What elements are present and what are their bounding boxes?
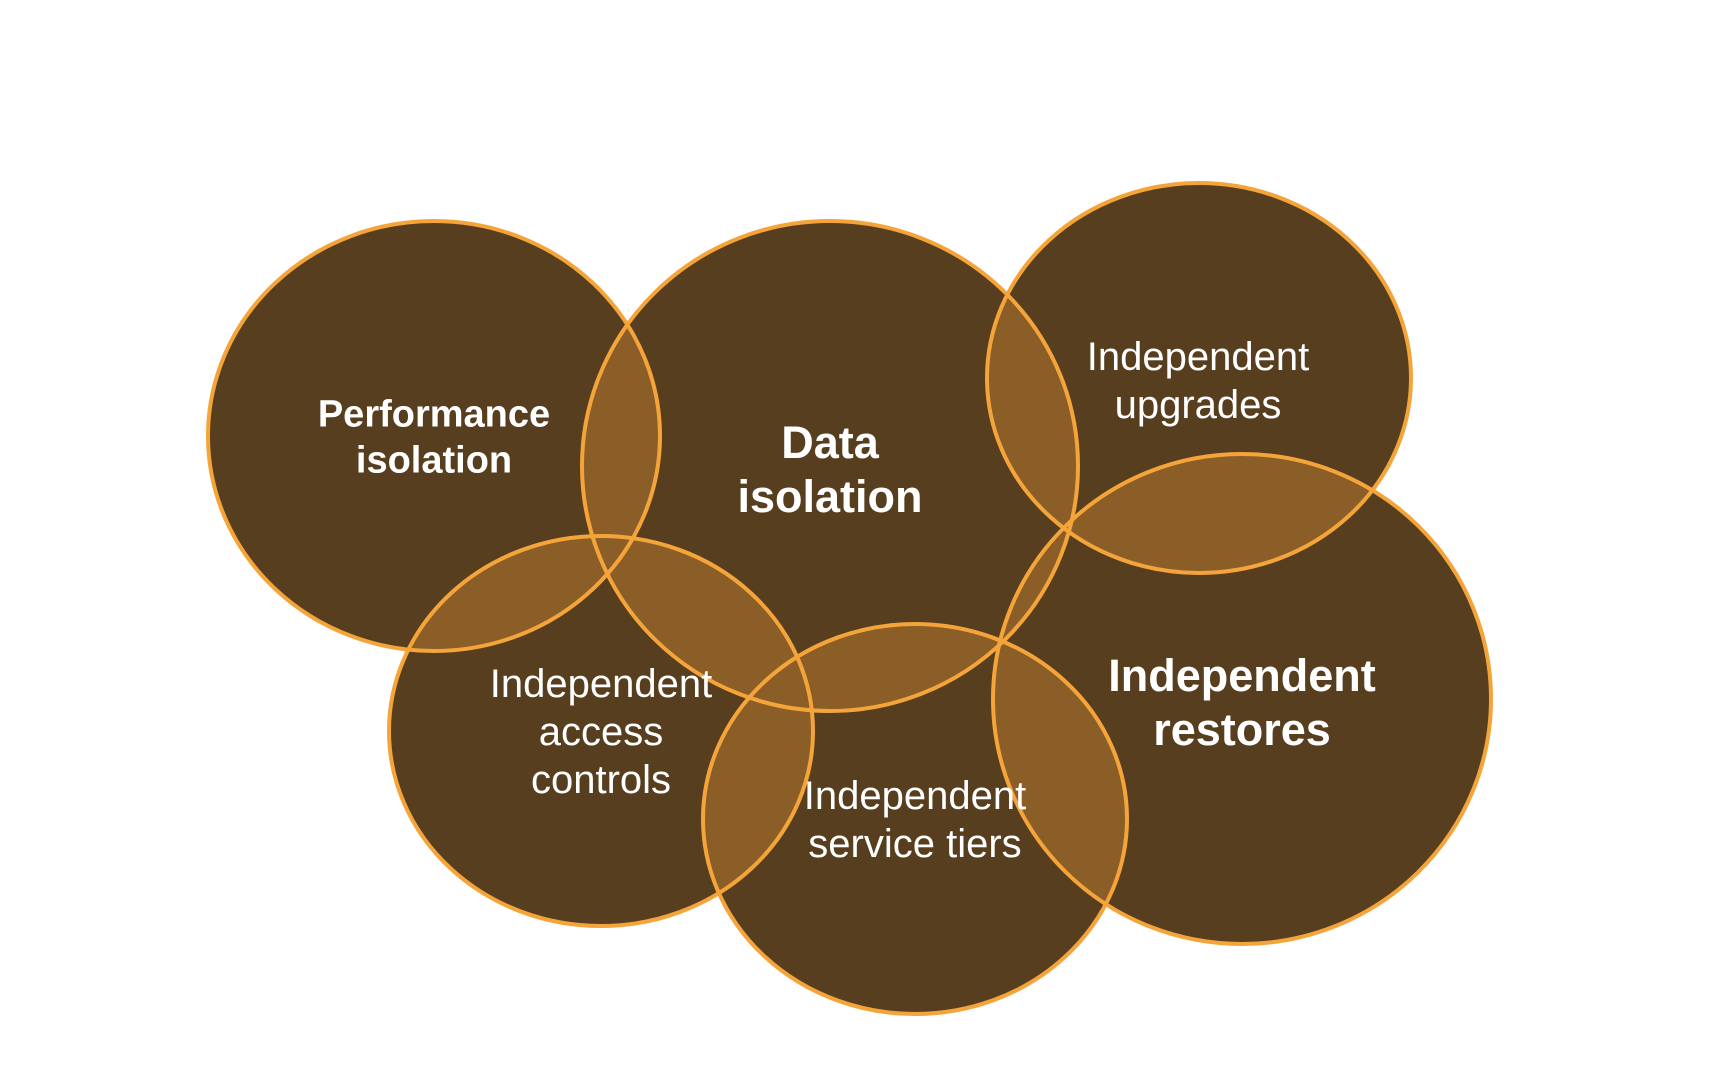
label-line: Independent [803,774,1027,818]
label-line: restores [1153,704,1331,755]
label-independent-service-tiers: Independent service tiers [804,772,1026,868]
label-line: isolation [737,471,923,522]
label-line: Data [781,417,879,468]
label-line: Independent [489,662,713,706]
label-data-isolation: Data isolation [737,416,922,524]
circle-outline-performance [206,219,662,653]
label-line: controls [530,758,672,802]
circle-outline-access [387,534,815,928]
overlap-performance-access [389,536,660,651]
label-line: Independent [1086,335,1310,379]
label-line: service tiers [808,822,1022,866]
label-performance-isolation: Performance isolation [318,392,550,483]
circle-outline-upgrades [985,181,1413,575]
label-line: isolation [355,439,513,481]
overlap-data-access [582,536,813,711]
label-independent-restores: Independent restores [1108,649,1376,757]
label-line: upgrades [1114,383,1282,427]
circle-outline-restores [991,452,1493,946]
circle-outline-data [580,219,1080,713]
overlap-service-restores [993,624,1127,944]
label-line: access [538,710,664,754]
label-line: Independent [1108,650,1376,701]
label-independent-upgrades: Independent upgrades [1087,333,1309,429]
circle-outline-service [701,622,1129,1016]
label-independent-access-controls: Independent access controls [490,660,712,804]
label-line: Performance [317,393,551,436]
